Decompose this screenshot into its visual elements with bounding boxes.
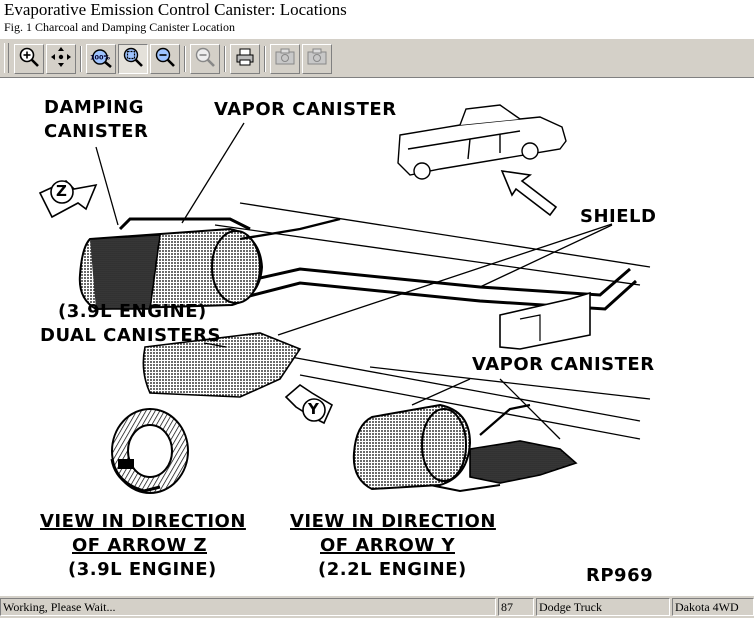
toolbar: 100% <box>0 38 754 78</box>
truck-illustration <box>397 104 567 180</box>
label-view-y-2: OF ARROW Y <box>320 535 455 556</box>
toolbar-grip <box>4 43 9 73</box>
label-vapor-canister-top: VAPOR CANISTER <box>214 99 397 120</box>
pan-icon <box>50 46 72 73</box>
label-dual-canisters: DUAL CANISTERS <box>40 325 221 346</box>
zoom-minus-icon <box>194 46 216 73</box>
svg-text:100%: 100% <box>90 53 111 61</box>
zoom-fit-button[interactable] <box>118 44 148 74</box>
toolbar-separator <box>80 46 82 72</box>
zoom-100-button[interactable]: 100% <box>86 44 116 74</box>
zoom-out-icon <box>154 46 176 73</box>
arrow-z-indicator <box>38 180 98 219</box>
zoom-100-icon: 100% <box>89 46 113 73</box>
label-damping-2: CANISTER <box>44 121 149 142</box>
vapor-canister-22 <box>352 403 578 493</box>
print-button[interactable] <box>230 44 260 74</box>
diagram-illustration <box>38 104 651 494</box>
label-view-z-3: (3.9L ENGINE) <box>68 559 217 580</box>
label-view-y-1: VIEW IN DIRECTION <box>290 511 496 532</box>
label-view-y-3: (2.2L ENGINE) <box>318 559 467 580</box>
dual-canisters <box>78 217 341 311</box>
print-icon <box>234 46 256 73</box>
zoom-in-button[interactable] <box>14 44 44 74</box>
canister-diagram: DAMPING CANISTER VAPOR CANISTER SHIELD (… <box>0 79 754 594</box>
pan-button[interactable] <box>46 44 76 74</box>
label-39-engine: (3.9L ENGINE) <box>58 301 207 322</box>
label-damping-1: DAMPING <box>44 97 145 118</box>
status-make: Dodge Truck <box>536 598 670 616</box>
zoom-minus-button[interactable] <box>190 44 220 74</box>
copy-all-button[interactable] <box>302 44 332 74</box>
zoom-in-icon <box>18 46 40 73</box>
figure-caption: Fig. 1 Charcoal and Damping Canister Loc… <box>4 20 235 34</box>
label-shield: SHIELD <box>580 206 657 227</box>
label-arrow-z: Z <box>56 182 68 200</box>
label-view-z-1: VIEW IN DIRECTION <box>40 511 246 532</box>
window-title: Evaporative Emission Control Canister: L… <box>4 0 347 19</box>
toolbar-separator <box>264 46 266 72</box>
label-arrow-y: Y <box>308 400 320 418</box>
status-model: Dakota 4WD <box>672 598 754 616</box>
label-view-z-2: OF ARROW Z <box>72 535 207 556</box>
label-ref-code: RP969 <box>586 565 654 586</box>
toolbar-separator <box>184 46 186 72</box>
label-vapor-canister-lower: VAPOR CANISTER <box>472 354 655 375</box>
copy-all-icon <box>305 46 329 73</box>
toolbar-separator <box>224 46 226 72</box>
copy-icon <box>273 46 297 73</box>
zoom-out-button[interactable] <box>150 44 180 74</box>
arrow-y-indicator <box>284 383 334 425</box>
zoom-fit-icon <box>122 46 144 73</box>
status-bar: Working, Please Wait... 87 Dodge Truck D… <box>0 596 754 618</box>
copy-button[interactable] <box>270 44 300 74</box>
status-text: Working, Please Wait... <box>0 598 496 616</box>
status-page: 87 <box>498 598 534 616</box>
view-z-detail <box>110 408 189 494</box>
